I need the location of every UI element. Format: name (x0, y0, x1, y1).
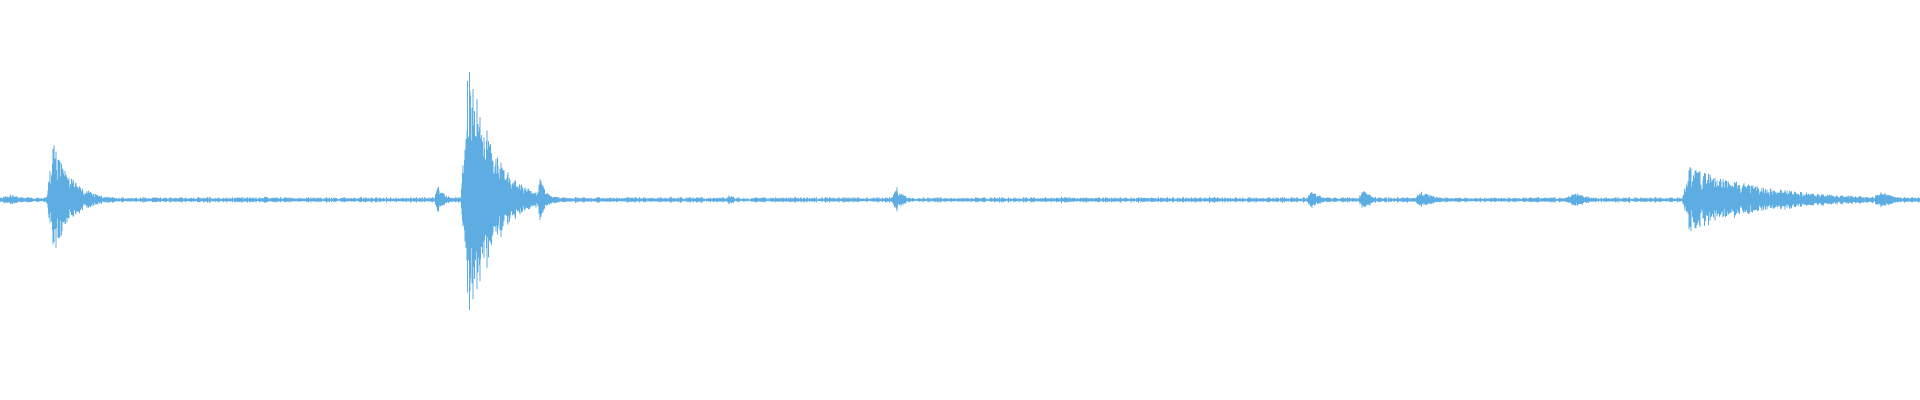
waveform-trace (0, 72, 1920, 310)
